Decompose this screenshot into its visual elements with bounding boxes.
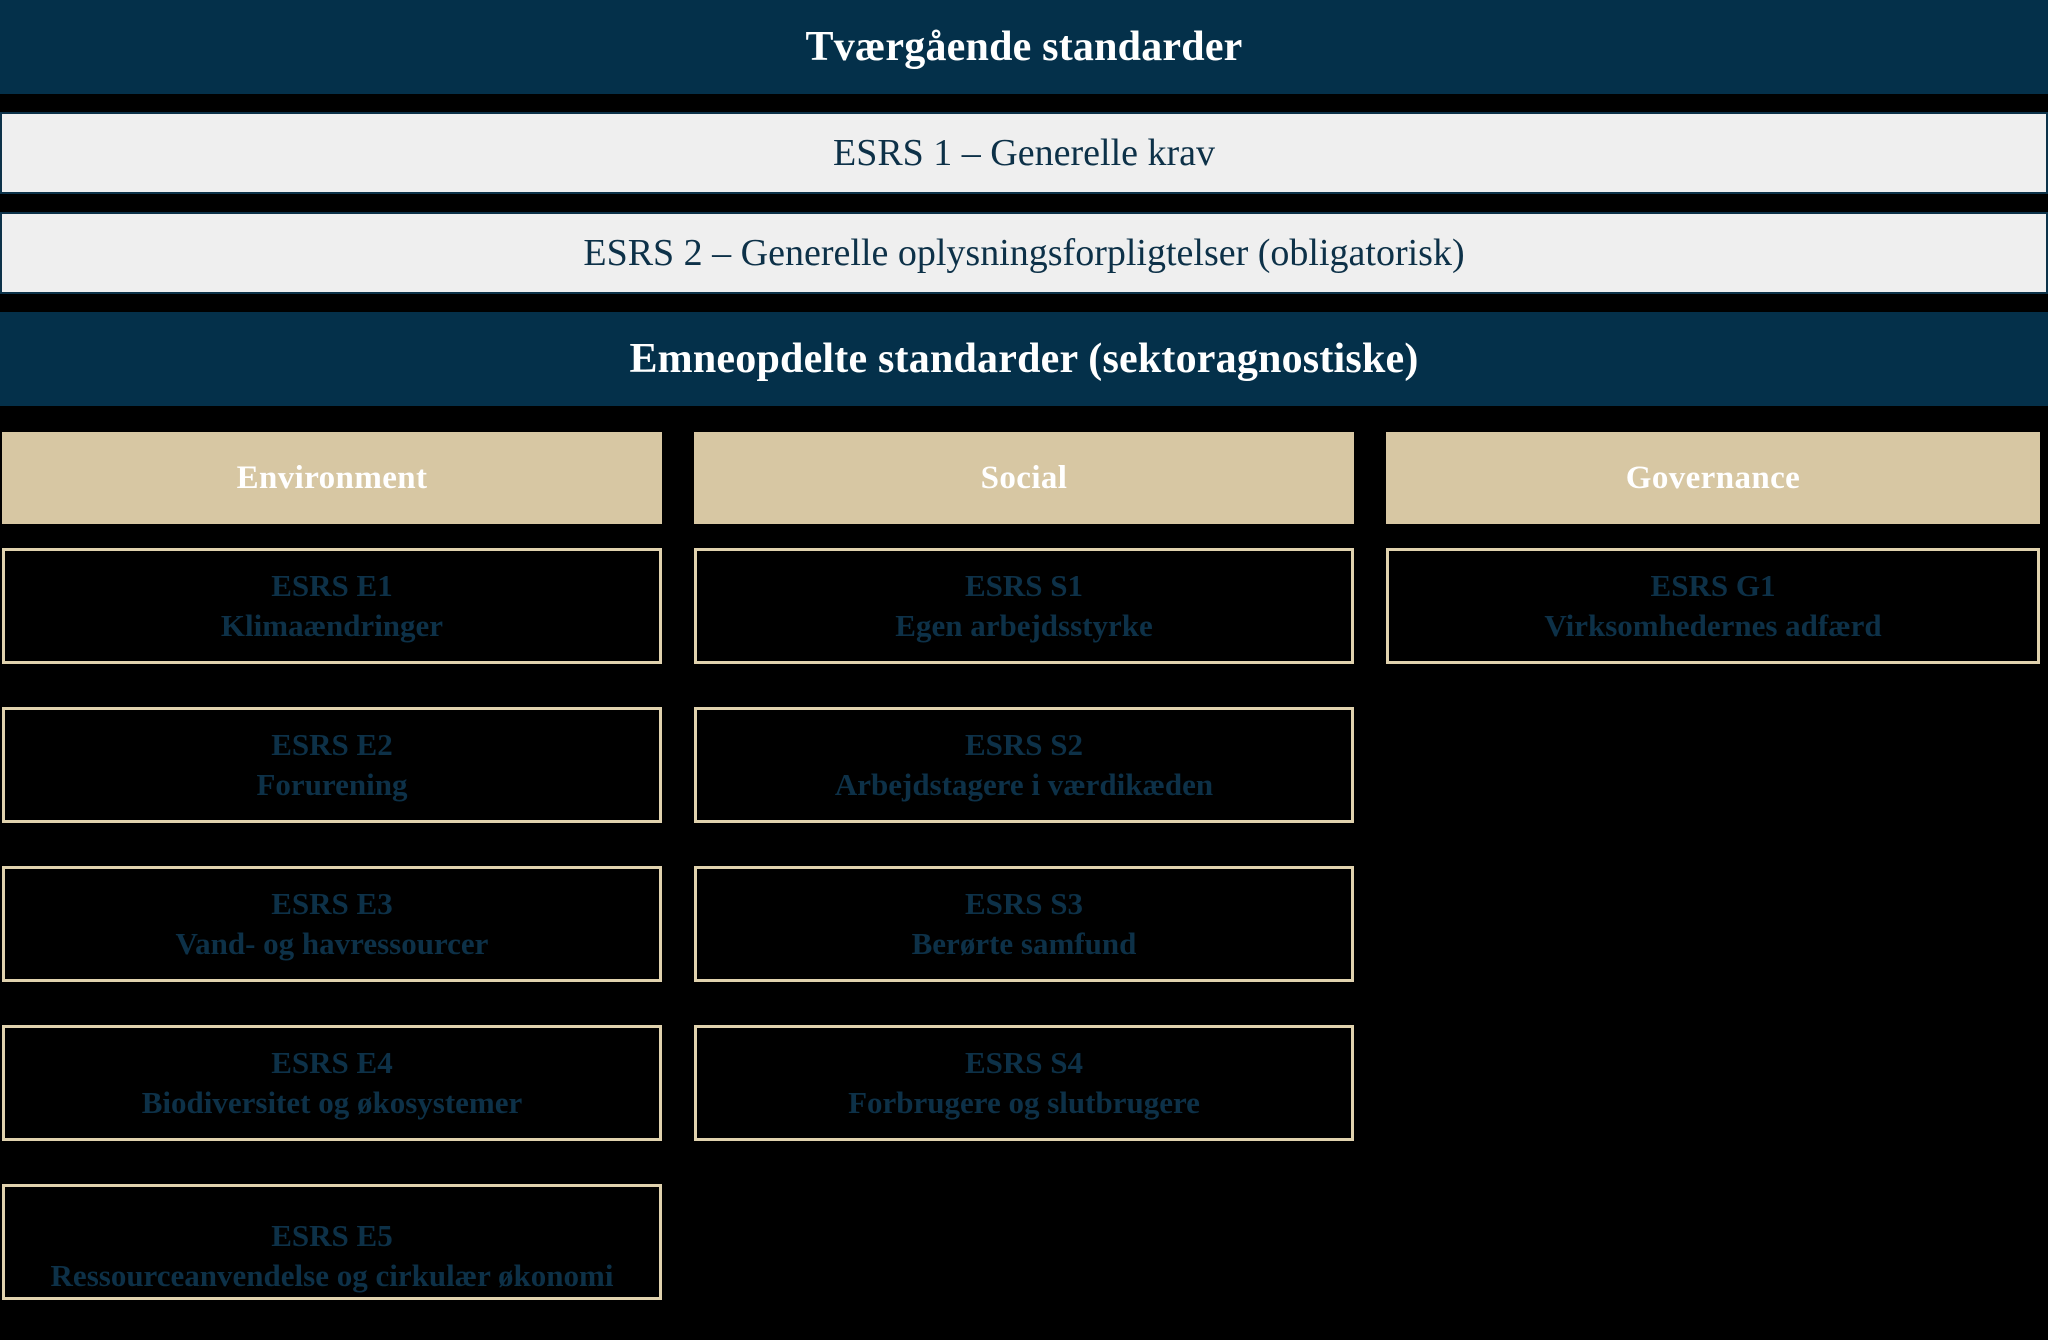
standard-cell-esrs-e5[interactable]: ESRS E5 Ressourceanvendelse og cirkulær …	[2, 1184, 662, 1300]
standard-cell-esrs-s3[interactable]: ESRS S3 Berørte samfund	[694, 866, 1354, 982]
standard-code: ESRS G1	[1650, 568, 1776, 604]
standard-cell-esrs-s2[interactable]: ESRS S2 Arbejdstagere i værdikæden	[694, 707, 1354, 823]
standard-title: Forurening	[256, 767, 408, 802]
cross-cutting-standards-header: Tværgående standarder	[0, 0, 2048, 94]
standard-cell-esrs-s4[interactable]: ESRS S4 Forbrugere og slutbrugere	[694, 1025, 1354, 1141]
standard-code: ESRS S3	[964, 886, 1084, 922]
standard-title: Virksomhedernes adfærd	[1544, 608, 1882, 643]
standard-cell-esrs-e3[interactable]: ESRS E3 Vand- og havressourcer	[2, 866, 662, 982]
standard-title: Klimaændringer	[220, 608, 444, 643]
standard-title: Forbrugere og slutbrugere	[848, 1085, 1200, 1120]
standard-code: ESRS E1	[271, 568, 393, 604]
standard-title: Ressourceanvendelse og cirkulær økonomi	[50, 1258, 614, 1293]
column-header-governance: Governance	[1386, 432, 2040, 524]
standard-title: Vand- og havressourcer	[175, 926, 489, 961]
standard-code: ESRS S2	[964, 727, 1084, 763]
standard-code: ESRS E5	[271, 1218, 393, 1254]
standard-cell-esrs-s1[interactable]: ESRS S1 Egen arbejdsstyrke	[694, 548, 1354, 664]
standard-code: ESRS E3	[271, 886, 393, 922]
standard-title: Biodiversitet og økosystemer	[141, 1085, 523, 1120]
esrs-1-general-requirements-bar: ESRS 1 – Generelle krav	[0, 112, 2048, 194]
standard-cell-esrs-g1[interactable]: ESRS G1 Virksomhedernes adfærd	[1386, 548, 2040, 664]
column-header-social: Social	[694, 432, 1354, 524]
standard-code: ESRS S1	[964, 568, 1084, 604]
standard-cell-esrs-e2[interactable]: ESRS E2 Forurening	[2, 707, 662, 823]
column-header-environment: Environment	[2, 432, 662, 524]
standard-code: ESRS E2	[271, 727, 393, 763]
standard-cell-esrs-e1[interactable]: ESRS E1 Klimaændringer	[2, 548, 662, 664]
standard-code: ESRS S4	[964, 1045, 1084, 1081]
standard-cell-esrs-e4[interactable]: ESRS E4 Biodiversitet og økosystemer	[2, 1025, 662, 1141]
standard-code: ESRS E4	[271, 1045, 393, 1081]
standard-title: Arbejdstagere i værdikæden	[834, 767, 1214, 802]
esrs-2-general-disclosures-bar: ESRS 2 – Generelle oplysningsforpligtels…	[0, 212, 2048, 294]
topical-standards-header: Emneopdelte standarder (sektoragnostiske…	[0, 312, 2048, 406]
standard-title: Egen arbejdsstyrke	[895, 608, 1153, 643]
standard-title: Berørte samfund	[911, 926, 1137, 961]
